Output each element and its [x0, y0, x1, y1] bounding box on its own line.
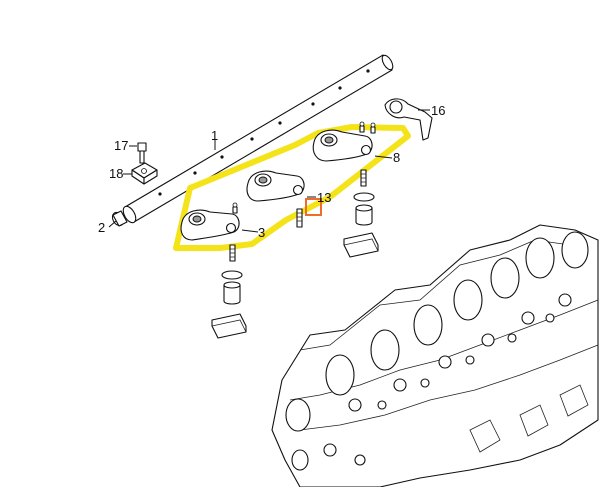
valve-tappet-left	[221, 270, 243, 305]
cam-bores	[325, 231, 589, 396]
spacer-block	[131, 162, 158, 185]
adjusting-screw-right	[360, 169, 367, 187]
callout-18[interactable]: 18	[109, 166, 123, 181]
highlight-outline	[173, 124, 411, 251]
adjusting-screw-left	[229, 244, 236, 262]
head-bolt-bosses	[348, 293, 572, 412]
rocker-arm-middle	[246, 170, 305, 202]
bracket-bolt	[137, 142, 147, 164]
adjusting-screw-middle	[296, 208, 303, 228]
rocker-arm-upper	[312, 121, 376, 162]
callout-16[interactable]: 16	[431, 103, 445, 118]
shaft-plug	[111, 210, 128, 227]
rocker-shaft	[122, 54, 394, 224]
callout-2[interactable]: 2	[98, 220, 105, 235]
shaft-end-bracket	[384, 98, 433, 141]
valve-bridge-left	[211, 313, 247, 339]
callout-labels: 1 2 3 8 13 16 17 18	[98, 103, 445, 240]
valve-tappet-right	[353, 192, 375, 226]
rocker-arm-lower	[180, 202, 240, 241]
callout-3[interactable]: 3	[258, 225, 265, 240]
leader-lines	[108, 109, 430, 233]
shaft-oil-holes	[158, 69, 370, 196]
callout-17[interactable]: 17	[114, 138, 128, 153]
callout-1[interactable]: 1	[211, 128, 218, 143]
valve-bridge-right	[343, 232, 379, 258]
cylinder-head	[271, 224, 599, 487]
callout-13[interactable]: 13	[317, 190, 331, 205]
selection-box[interactable]	[305, 198, 322, 216]
callout-8[interactable]: 8	[393, 150, 400, 165]
